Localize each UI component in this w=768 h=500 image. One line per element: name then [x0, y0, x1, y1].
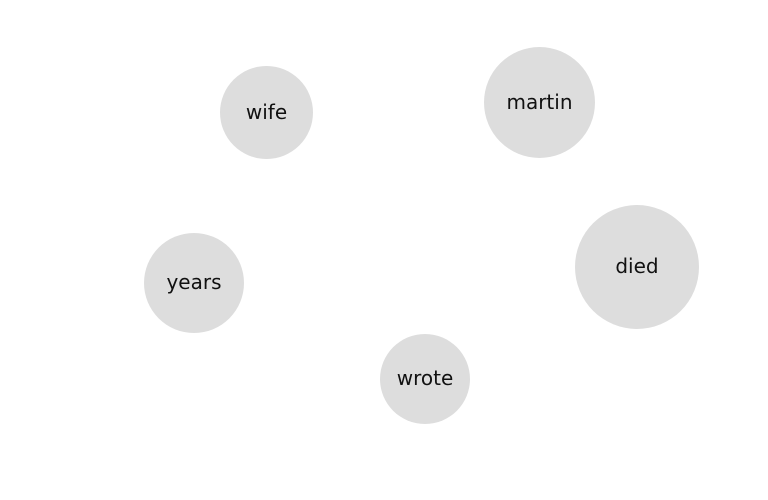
bubble-label: martin [506, 89, 573, 114]
bubble-label: years [166, 270, 222, 294]
bubble-label: died [615, 254, 659, 278]
bubble-label: wrote [396, 366, 454, 390]
bubble-wife: wife [220, 66, 313, 159]
bubble-died: died [575, 205, 699, 329]
bubble-label: wife [245, 99, 288, 124]
bubble-martin: martin [484, 47, 595, 158]
bubble-years: years [144, 233, 244, 333]
bubble-wrote: wrote [380, 334, 470, 424]
